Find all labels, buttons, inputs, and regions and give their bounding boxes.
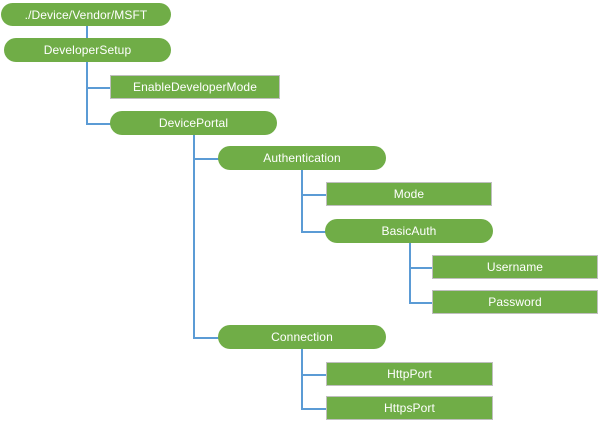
connector-developersetup-to-enabledevelopermode [86,87,111,89]
connector-developersetup-trunk [86,62,88,124]
tree-node-label: Password [488,295,542,309]
connector-authentication-trunk [301,170,303,232]
tree-node-https-port[interactable]: HttpsPort [326,396,493,420]
tree-node-authentication[interactable]: Authentication [218,146,386,170]
tree-node-label: HttpsPort [384,401,435,415]
tree-node-mode[interactable]: Mode [326,182,492,206]
connector-authentication-to-basicauth [301,231,326,233]
connector-authentication-to-mode [301,194,327,196]
tree-node-basic-auth[interactable]: BasicAuth [325,219,493,243]
tree-node-label: BasicAuth [381,224,437,238]
connector-root-to-developersetup [86,25,88,39]
connector-connection-to-httpsport [301,408,327,410]
tree-node-device-portal[interactable]: DevicePortal [110,111,277,135]
connector-deviceportal-trunk [193,135,195,338]
tree-node-label: DevicePortal [158,116,229,130]
tree-node-label: Connection [271,330,333,344]
connector-basicauth-to-username [409,267,433,269]
tree-node-label: HttpPort [387,367,432,381]
connector-connection-trunk [301,349,303,409]
tree-node-password[interactable]: Password [432,290,598,314]
tree-node-label: Authentication [263,151,341,165]
tree-node-connection[interactable]: Connection [218,325,386,349]
tree-node-root[interactable]: ./Device/Vendor/MSFT [1,3,171,26]
connector-basicauth-to-password [409,302,433,304]
tree-node-label: Username [486,260,544,274]
connector-basicauth-trunk [409,243,411,303]
tree-node-label: EnableDeveloperMode [133,80,257,94]
tree-node-username[interactable]: Username [432,255,598,279]
connector-deviceportal-to-authentication [193,158,219,160]
tree-node-developer-setup[interactable]: DeveloperSetup [4,38,171,62]
tree-node-http-port[interactable]: HttpPort [326,362,493,386]
connector-deviceportal-to-connection [193,337,219,339]
tree-node-label: ./Device/Vendor/MSFT [24,7,148,22]
tree-node-label: DeveloperSetup [43,43,132,57]
connector-connection-to-httpport [301,374,327,376]
connector-developersetup-to-deviceportal [86,123,111,125]
tree-node-enable-developer-mode[interactable]: EnableDeveloperMode [110,75,280,99]
tree-node-label: Mode [393,187,425,201]
